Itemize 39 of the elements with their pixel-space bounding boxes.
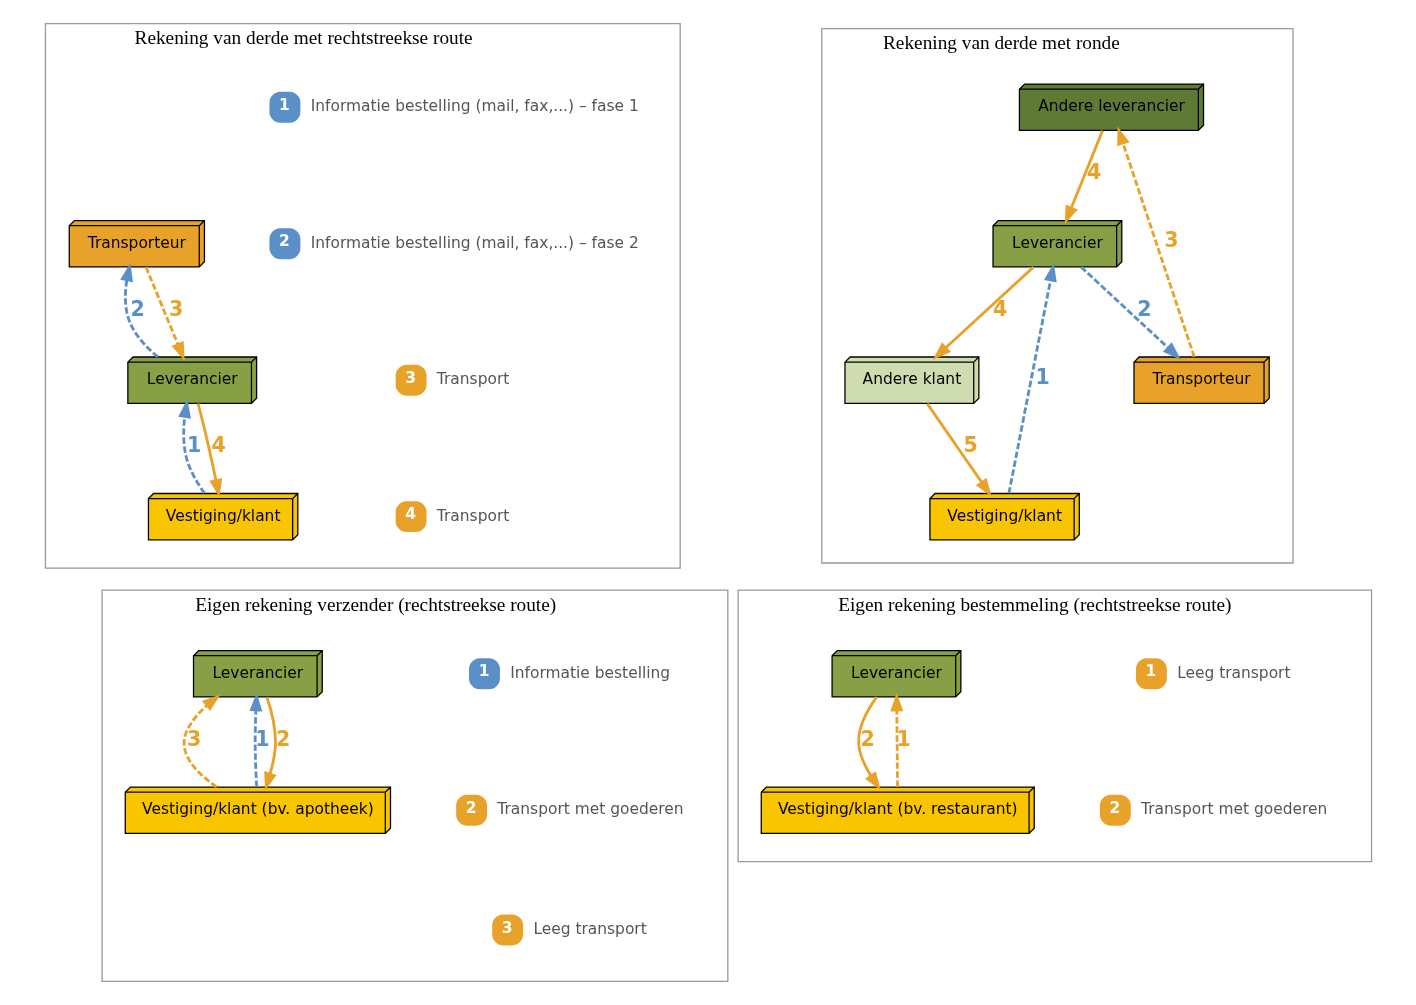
node-label: Informatie bestelling (mail, fax,...) – fase 2 xyxy=(310,233,639,252)
edge-label: 3 xyxy=(1163,228,1179,253)
edge-label: 1 xyxy=(1035,364,1050,389)
arrow xyxy=(196,403,222,498)
arrow xyxy=(889,692,903,787)
arrow xyxy=(925,402,992,497)
edge-label: 4 xyxy=(1086,160,1101,185)
edge-label: 2 xyxy=(1136,296,1152,321)
node-label: Leeg transport xyxy=(532,919,647,938)
node-label: Transport xyxy=(436,506,509,525)
node-label: Transport met goederen xyxy=(1140,800,1327,819)
node-label: Informatie bestelling xyxy=(509,663,670,682)
arrow xyxy=(248,692,262,787)
arrow xyxy=(144,266,185,361)
arrow xyxy=(263,696,277,791)
arrow xyxy=(1079,266,1181,360)
edge-label: 4 xyxy=(992,296,1007,321)
node-label: Transport xyxy=(436,370,509,389)
arrow xyxy=(1064,130,1104,225)
edge-label: 2 xyxy=(129,296,145,321)
edge-label: 5 xyxy=(962,433,978,458)
node-label: Transport met goederen xyxy=(496,800,684,819)
arrow xyxy=(177,399,206,494)
edge-label: 2 xyxy=(859,726,875,751)
edge-label: 2 xyxy=(275,726,290,751)
arrow xyxy=(932,266,1034,360)
edge-label: 4 xyxy=(211,433,226,458)
edge-label: 1 xyxy=(254,726,270,751)
arrow xyxy=(119,262,159,359)
arrow xyxy=(1116,126,1196,358)
edge-label: 3 xyxy=(168,296,183,321)
edge-label: 3 xyxy=(186,726,201,751)
arrow xyxy=(182,694,220,788)
arrow xyxy=(856,696,881,791)
edge-label: 1 xyxy=(895,726,911,751)
node-label: Leeg transport xyxy=(1176,663,1291,682)
edge-label: 1 xyxy=(186,433,201,458)
node-label: Informatie bestelling (mail, fax,...) – fase 1 xyxy=(310,97,639,116)
arrow xyxy=(1007,262,1057,494)
